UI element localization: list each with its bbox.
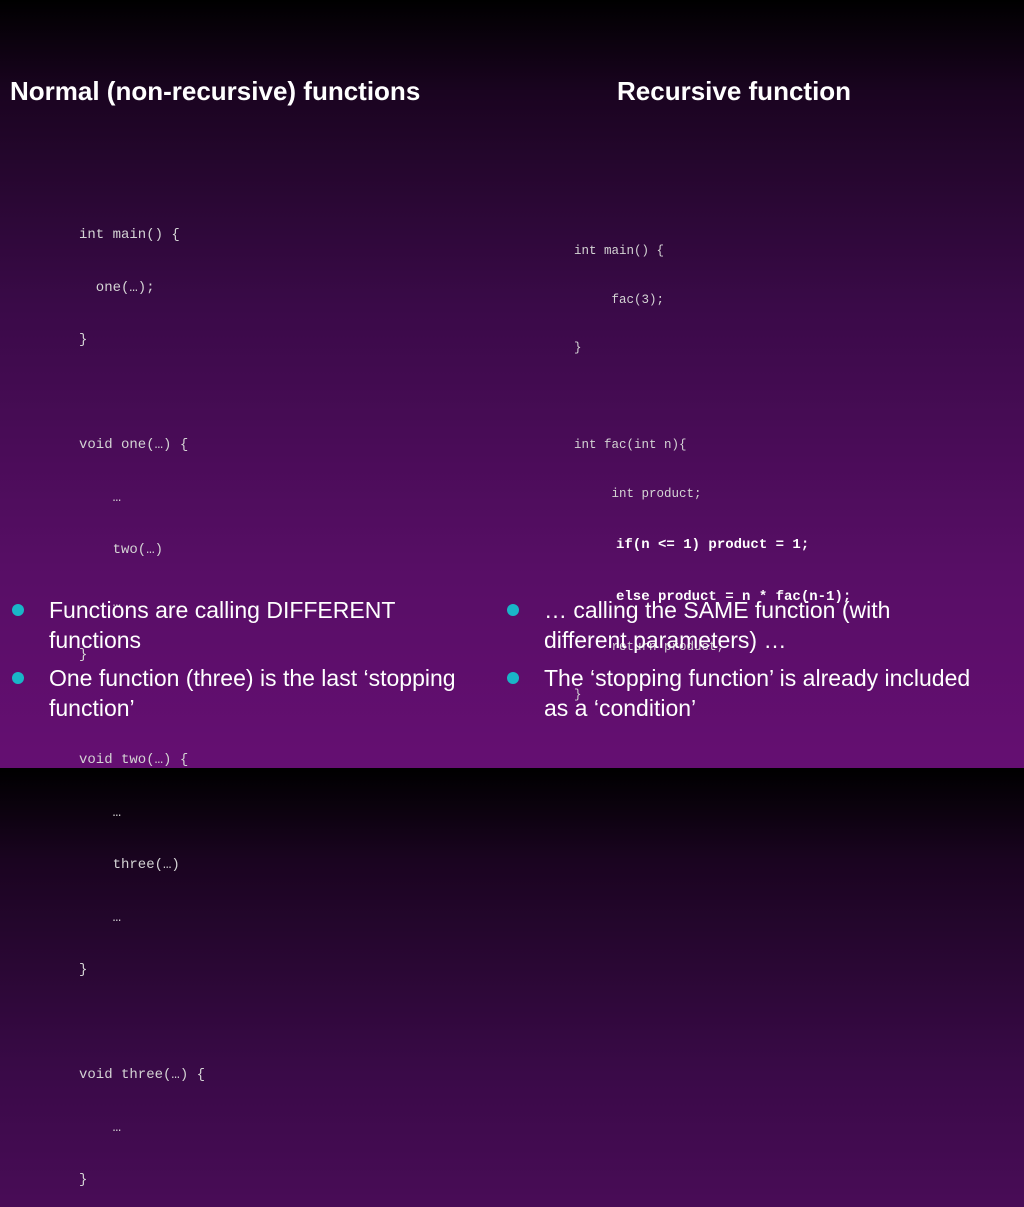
code-line: }: [79, 647, 88, 663]
code-line: three(…): [79, 857, 180, 873]
code-line: }: [574, 688, 582, 703]
bullet-dot-icon: [507, 604, 519, 616]
bullet-item: … calling the SAME function (with differ…: [505, 595, 975, 655]
code-line: void two(…) {: [79, 752, 189, 768]
code-line: [79, 383, 205, 404]
code-line-base-case: if(n <= 1) product = 1;: [574, 536, 810, 553]
code-line: int main() {: [79, 227, 180, 243]
bullet-text: One function (three) is the last ‘stoppi…: [49, 665, 456, 721]
left-bullet-list: Functions are calling DIFFERENT function…: [10, 595, 470, 731]
code-line: …: [79, 489, 122, 506]
right-code-block: int main() { fac(3); } int fac(int n){ i…: [574, 213, 851, 720]
bullet-dot-icon: [12, 672, 24, 684]
code-line: }: [574, 341, 582, 356]
right-heading: Recursive function: [617, 76, 852, 106]
bullet-text: The ‘stopping function’ is already inclu…: [544, 665, 971, 721]
code-line: void three(…) {: [79, 1067, 206, 1083]
code-line: [574, 387, 851, 408]
bullet-item: One function (three) is the last ‘stoppi…: [10, 663, 470, 723]
code-line: }: [79, 332, 88, 348]
code-line: …: [79, 804, 122, 821]
code-line: }: [79, 1172, 88, 1188]
code-line: …: [79, 909, 122, 926]
bullet-dot-icon: [507, 672, 519, 684]
code-line-recursive-call: else product = n * fac(n-1);: [574, 588, 852, 605]
code-line: …: [79, 594, 122, 611]
code-line: void one(…) {: [79, 437, 189, 453]
code-line: …: [79, 1119, 122, 1136]
left-heading: Normal (non-recursive) functions: [10, 76, 421, 106]
code-line: return product;: [574, 639, 725, 654]
bullet-text: … calling the SAME function (with differ…: [544, 597, 891, 653]
bullet-item: Functions are calling DIFFERENT function…: [10, 595, 470, 655]
bullet-item: The ‘stopping function’ is already inclu…: [505, 663, 975, 723]
code-line: fac(3);: [574, 292, 665, 307]
code-line: int product;: [574, 486, 702, 501]
bullet-dot-icon: [12, 604, 24, 616]
code-line: [79, 1013, 205, 1034]
code-line: two(…): [79, 542, 164, 558]
code-line: int fac(int n){: [574, 438, 687, 453]
code-line: int main() {: [574, 244, 665, 258]
bullet-text: Functions are calling DIFFERENT function…: [49, 597, 395, 653]
code-line: }: [79, 962, 88, 978]
code-line: one(…);: [79, 279, 155, 296]
right-bullet-list: … calling the SAME function (with differ…: [505, 595, 975, 731]
